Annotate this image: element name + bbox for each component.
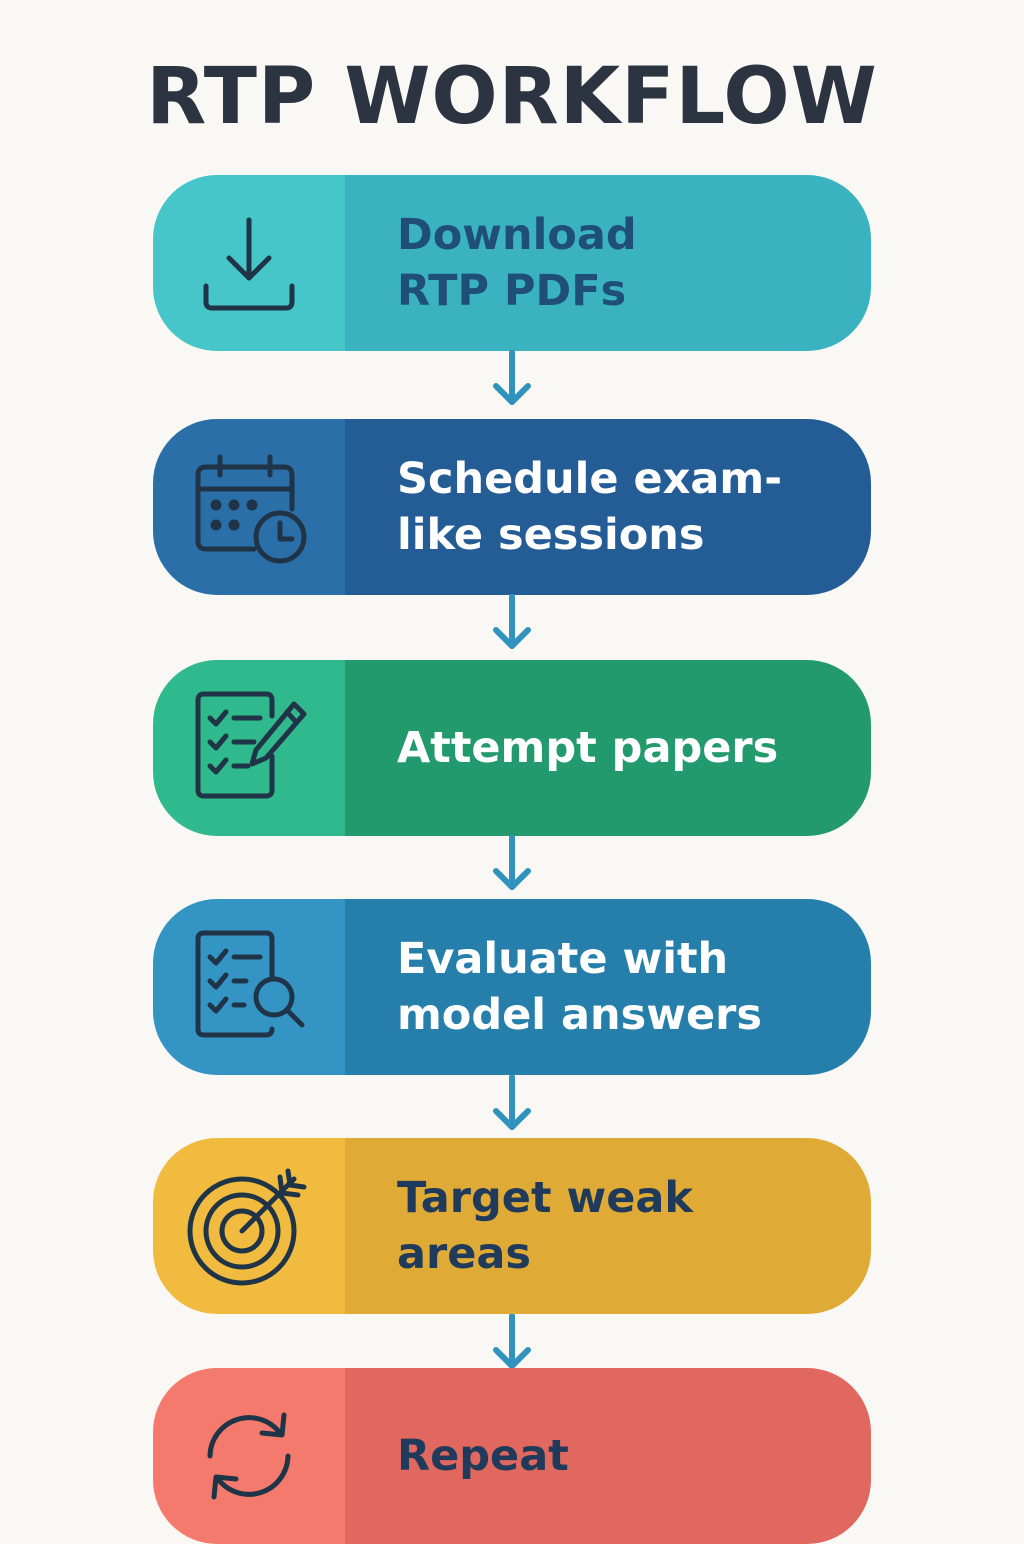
step-label-panel: Repeat xyxy=(345,1368,871,1544)
step-label: Attempt papers xyxy=(397,723,779,773)
step-repeat: Repeat xyxy=(153,1368,871,1544)
calendar-clock-icon xyxy=(195,454,307,564)
step-label-panel: Schedule exam- like sessions xyxy=(345,419,871,595)
step-label-panel: Evaluate with model answers xyxy=(345,899,871,1075)
step-label: Download RTP PDFs xyxy=(397,210,637,316)
arrow-down-icon xyxy=(493,594,531,649)
step-label: Schedule exam- like sessions xyxy=(397,454,783,560)
step-label-panel: Attempt papers xyxy=(345,660,871,836)
arrow-down-icon xyxy=(493,835,531,890)
page-title: RTP WORKFLOW xyxy=(146,52,878,142)
download-icon xyxy=(203,217,295,311)
checklist-pencil-icon xyxy=(195,691,307,799)
target-arrow-icon xyxy=(187,1168,307,1286)
step-label: Repeat xyxy=(397,1431,569,1481)
step-icon-panel xyxy=(153,419,345,595)
step-evaluate: Evaluate with model answers xyxy=(153,899,871,1075)
step-label: Target weak areas xyxy=(397,1173,693,1279)
step-icon-panel xyxy=(153,1368,345,1544)
step-icon-panel xyxy=(153,899,345,1075)
arrow-down-icon xyxy=(493,1075,531,1130)
step-attempt: Attempt papers xyxy=(153,660,871,836)
repeat-icon xyxy=(207,1412,291,1500)
checklist-search-icon xyxy=(195,930,305,1038)
arrow-down-icon xyxy=(493,350,531,405)
step-icon-panel xyxy=(153,1138,345,1314)
step-icon-panel xyxy=(153,175,345,351)
step-download: Download RTP PDFs xyxy=(153,175,871,351)
step-label: Evaluate with model answers xyxy=(397,934,762,1040)
step-target: Target weak areas xyxy=(153,1138,871,1314)
step-icon-panel xyxy=(153,660,345,836)
step-schedule: Schedule exam- like sessions xyxy=(153,419,871,595)
step-label-panel: Target weak areas xyxy=(345,1138,871,1314)
arrow-down-icon xyxy=(493,1314,531,1369)
step-label-panel: Download RTP PDFs xyxy=(345,175,871,351)
